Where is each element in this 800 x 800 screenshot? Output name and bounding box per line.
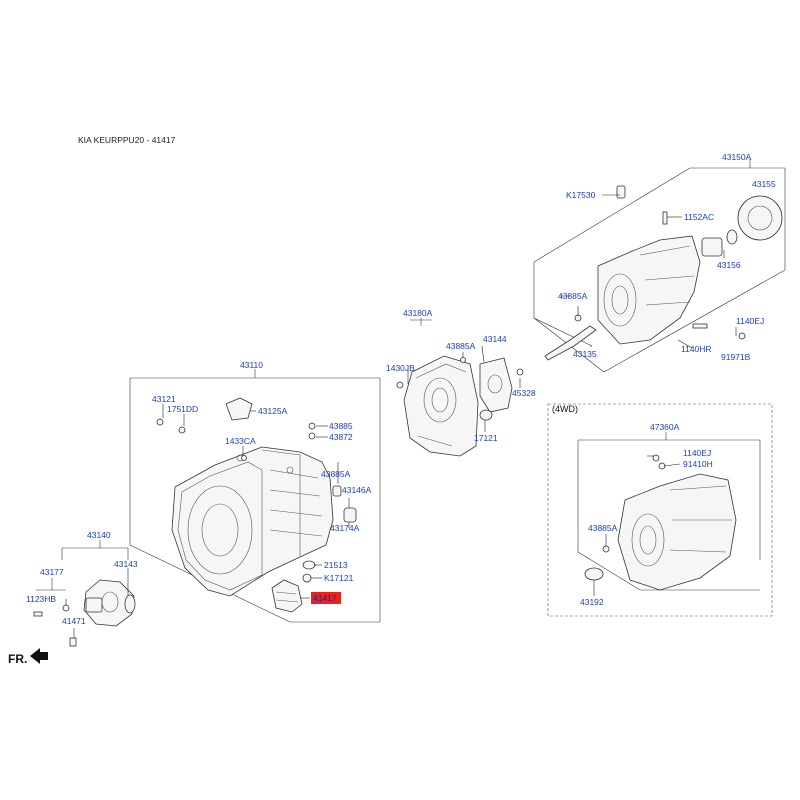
label-1140HR[interactable]: 1140HR [681,344,712,354]
front-cover-illustration [83,579,136,627]
label-43125A[interactable]: 43125A [258,406,288,416]
label-43885A-case[interactable]: 43885A [321,469,351,479]
label-43885A-mid[interactable]: 43885A [446,341,476,351]
label-1751DD[interactable]: 1751DD [167,404,198,414]
label-1430JB[interactable]: 1430JB [386,363,415,373]
label-43110[interactable]: 43110 [240,360,263,370]
label-43150A[interactable]: 43150A [722,152,752,162]
label-43156[interactable]: 43156 [717,260,741,270]
4wd-housing-illustration [584,473,737,591]
label-43121[interactable]: 43121 [152,394,176,404]
label-43140[interactable]: 43140 [87,530,111,540]
label-45328[interactable]: 45328 [512,388,536,398]
small-hardware-illustration [33,185,746,647]
transmission-case-illustration [171,446,334,597]
front-arrow-icon [30,648,48,664]
extension-housing-illustration [544,235,701,361]
front-direction-label: FR. [8,652,28,666]
label-43144[interactable]: 43144 [483,334,507,344]
release-fork-boot-illustration [271,579,303,613]
highlight-box-41417 [311,592,341,604]
label-1140EJ-4wd[interactable]: 1140EJ [683,448,711,458]
label-21513[interactable]: 21513 [324,560,348,570]
label-43177[interactable]: 43177 [40,567,64,577]
part-labels: 43150A K17530 43155 1152AC 43156 43885A … [26,152,776,626]
label-1152AC[interactable]: 1152AC [684,212,714,222]
label-91410H[interactable]: 91410H [683,459,713,469]
label-43180A[interactable]: 43180A [403,308,433,318]
adapter-plate-illustration [403,355,479,457]
label-91971B[interactable]: 91971B [721,352,751,362]
label-4wd-group: (4WD) [552,404,578,414]
label-1433CA[interactable]: 1433CA [225,436,256,446]
seal-bushing-illustration [701,195,783,257]
label-43192[interactable]: 43192 [580,597,604,607]
label-17121[interactable]: 17121 [474,433,498,443]
gasket-illustration [479,357,513,421]
label-43155[interactable]: 43155 [752,179,776,189]
diagram-title: KIA KEURPPU20 - 41417 [78,135,176,145]
label-43885[interactable]: 43885 [329,421,353,431]
label-K17530[interactable]: K17530 [566,190,596,200]
label-41417[interactable]: 41417 [313,593,337,603]
label-43135[interactable]: 43135 [573,349,597,359]
label-43143[interactable]: 43143 [114,559,138,569]
leader-lines [65,194,737,638]
label-43146A[interactable]: 43146A [342,485,372,495]
label-43885A-top[interactable]: 43885A [558,291,588,301]
label-1123HB[interactable]: 1123HB [26,594,56,604]
label-47360A[interactable]: 47360A [650,422,680,432]
label-43872[interactable]: 43872 [329,432,353,442]
label-43885A-4wd[interactable]: 43885A [588,523,618,533]
label-41471[interactable]: 41471 [62,616,86,626]
label-K17121[interactable]: K17121 [324,573,354,583]
label-1140EJ-top[interactable]: 1140EJ [736,316,764,326]
label-43174A[interactable]: 43174A [330,523,360,533]
